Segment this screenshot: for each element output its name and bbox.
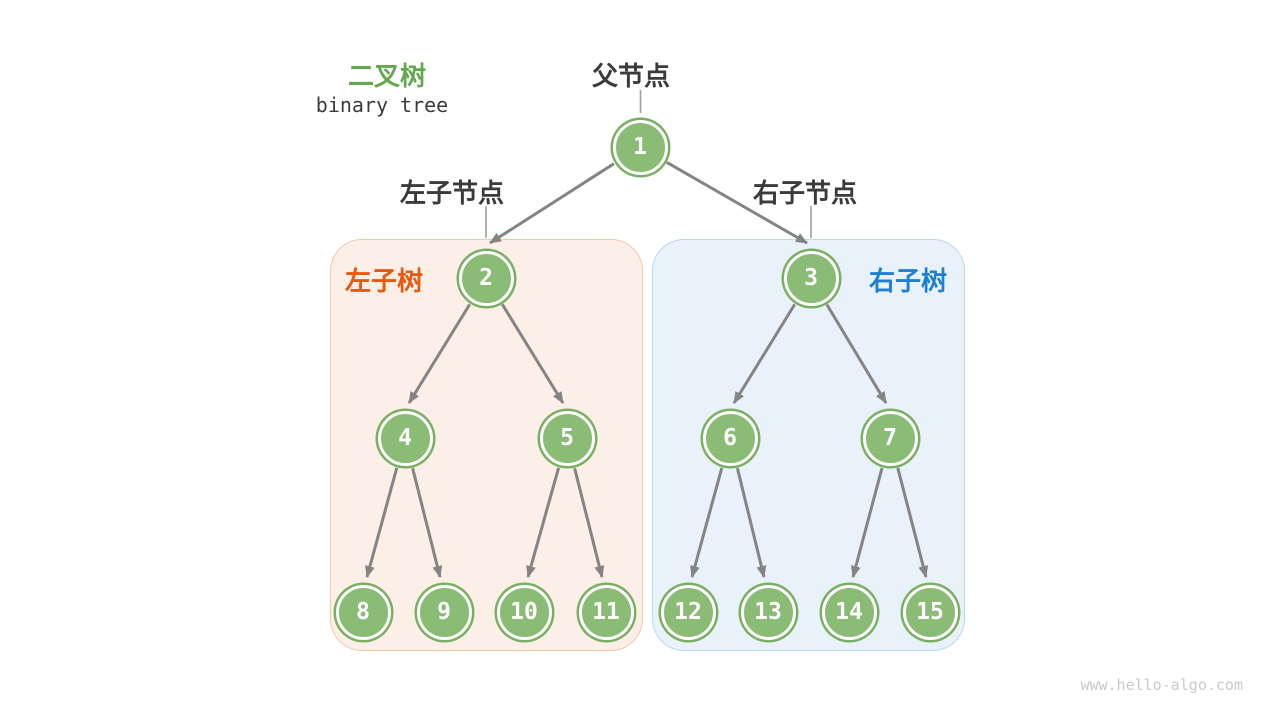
- tree-node-7: 7: [862, 410, 918, 466]
- tree-node-11: 11: [578, 584, 634, 640]
- tree-node-5: 5: [539, 410, 595, 466]
- tree-node-14: 14: [821, 584, 877, 640]
- figure-title-en: binary tree: [315, 93, 449, 117]
- left-subtree-label: 左子树: [344, 266, 424, 296]
- tree-edge-1-2: [489, 162, 615, 245]
- tree-node-1: 1: [612, 119, 668, 175]
- tree-node-6: 6: [702, 410, 758, 466]
- figure-title-zh: 二叉树: [347, 61, 427, 91]
- parent-node-label: 父节点: [591, 61, 671, 91]
- tree-node-2: 2: [458, 250, 514, 306]
- tree-node-15: 15: [902, 584, 958, 640]
- right-child-label: 右子节点: [752, 178, 858, 208]
- watermark: www.hello-algo.com: [1080, 676, 1243, 694]
- tree-node-8: 8: [335, 584, 391, 640]
- right-subtree-label: 右子树: [868, 266, 948, 296]
- tree-node-12: 12: [660, 584, 716, 640]
- tree-node-4: 4: [377, 410, 433, 466]
- tree-node-9: 9: [416, 584, 472, 640]
- tree-node-3: 3: [783, 250, 839, 306]
- left-child-label: 左子节点: [399, 178, 505, 208]
- tree-node-10: 10: [496, 584, 552, 640]
- tree-node-13: 13: [740, 584, 796, 640]
